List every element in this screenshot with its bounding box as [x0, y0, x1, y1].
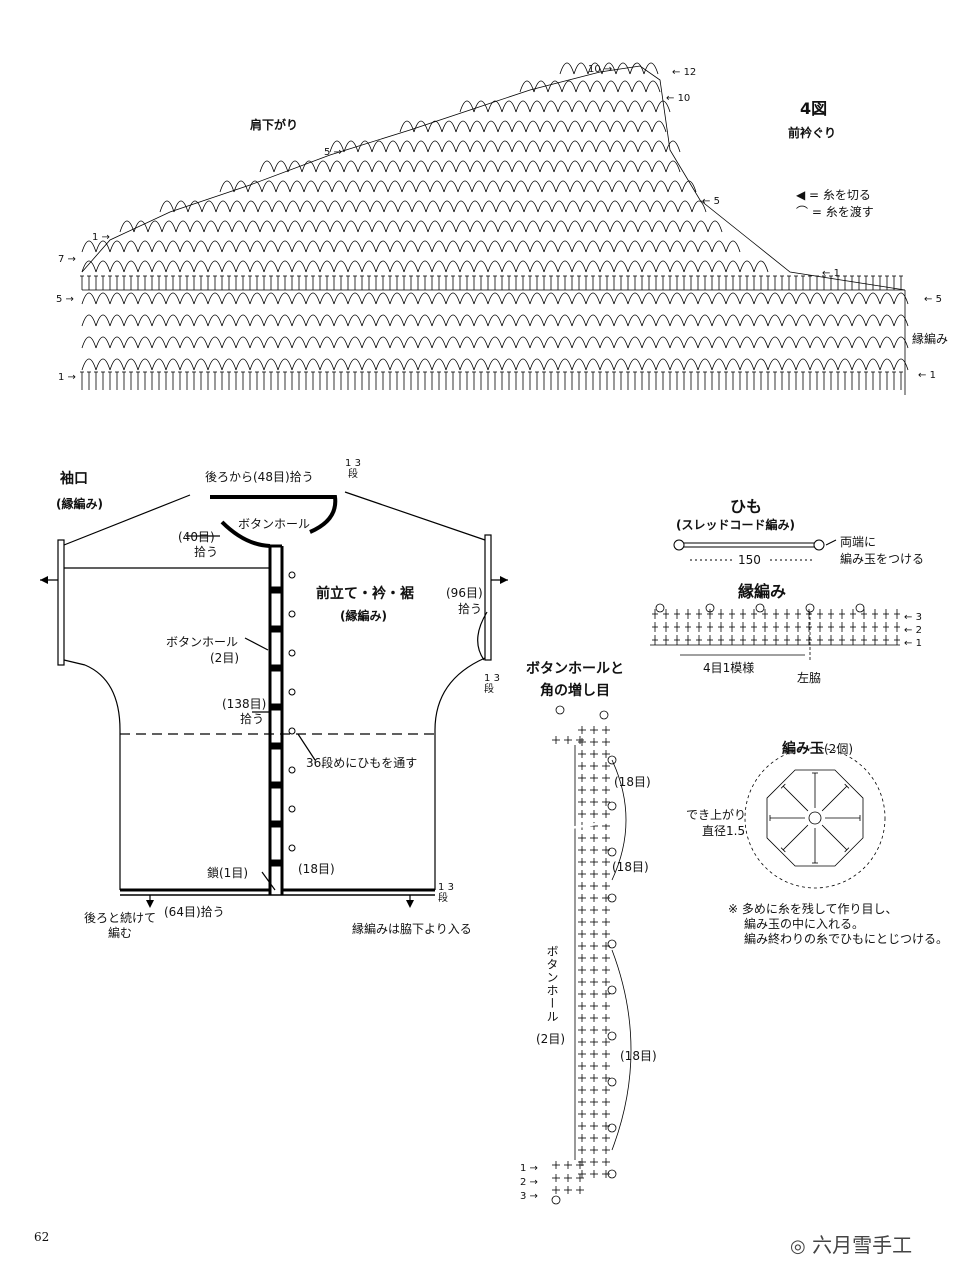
ball-diameter-label: 直径1.5: [702, 824, 746, 838]
edging-row-1: ← 1: [904, 638, 922, 649]
ball-finished-label: でき上がり: [686, 808, 747, 822]
cord-title: ひも: [730, 497, 763, 516]
right-cuff: [484, 534, 492, 661]
bh-title-2: 角の増し目: [540, 683, 610, 699]
edging-row-3: ← 3: [904, 612, 922, 623]
page-number: 62: [34, 1230, 50, 1244]
neck-rows-unit: 段: [347, 469, 358, 480]
row-mark-1-left: 1 →: [58, 372, 76, 383]
pick40-label: (40目): [178, 530, 215, 544]
cord-note-1: 両端に: [840, 535, 877, 549]
continue-back-label: 後ろと続けて: [84, 911, 157, 925]
crochet-chart-fig4: [80, 62, 909, 395]
pick96-label-b: 拾う: [458, 602, 483, 616]
row-mark-5-right-edge: ← 5: [924, 294, 942, 305]
neck-rows-3: 3: [354, 458, 361, 469]
edging-repeat-label: 4目1模様: [703, 661, 755, 675]
row-mark-1-upper: 1 →: [92, 232, 110, 243]
legend-cut-yarn: ◀ = 糸を切る: [796, 188, 871, 202]
bh-count-1: (18目): [614, 775, 651, 789]
bh-count-3: (18目): [620, 1049, 657, 1063]
edging-row-2: ← 2: [904, 625, 922, 636]
front-neckline-label: 前衿ぐり: [788, 126, 837, 140]
row-mark-1-right-edge: ← 1: [918, 370, 936, 381]
left-cuff: [57, 539, 65, 666]
cord-length: 150: [738, 553, 761, 567]
row-mark-10-right: ← 10: [666, 93, 691, 104]
pick96-label: (96目): [446, 586, 483, 600]
front-band-subtitle: (縁編み): [340, 609, 387, 623]
edging-side-label: 左脇: [797, 671, 822, 685]
ball-note-1: ※ 多めに糸を残して作り目し、: [728, 902, 898, 916]
watermark: ◎ 六月雪手工: [790, 1229, 912, 1258]
row-mark-1-neck: ← 1: [822, 268, 840, 279]
front-band-title: 前立て・衿・裾: [316, 586, 414, 602]
ball-count: (2個): [824, 742, 853, 756]
cord-subtitle: (スレッドコード編み): [676, 518, 795, 532]
band-buttonhole-sub: (2目): [210, 651, 239, 665]
row-mark-5-upper: 5 →: [324, 147, 342, 158]
bh-row-1: 1 →: [520, 1163, 538, 1174]
ball-title-text: 編み玉: [782, 741, 824, 757]
pick40-label-b: 拾う: [194, 545, 219, 559]
cuff-subtitle: (縁編み): [56, 497, 103, 511]
row-mark-10-top: 10 →: [588, 64, 613, 75]
edge-start-label: 縁編みは脇下より入る: [352, 922, 472, 936]
bh-row-3: 3 →: [520, 1191, 538, 1202]
bh-count-2: (18目): [612, 860, 649, 874]
watermark-text: 六月雪手工: [812, 1233, 913, 1257]
pick138-label-b: 拾う: [240, 712, 265, 726]
row-mark-12: ← 12: [672, 67, 697, 78]
ball-title: 編み玉(2個): [782, 738, 853, 758]
ball-note-3: 編み終わりの糸でひもにとじつける。: [744, 932, 949, 946]
pick138-label: (138目): [222, 697, 267, 711]
continue-back-label-b: 編む: [108, 926, 133, 940]
chain-label: 鎖(1目): [207, 866, 248, 880]
back-pickup-label: 後ろから(48目)拾う: [205, 470, 314, 484]
row-mark-5-left: 5 →: [56, 294, 74, 305]
bh-row-2: 2 →: [520, 1177, 538, 1188]
bh-vertical-sub: (2目): [536, 1032, 565, 1046]
band-buttonhole-label: ボタンホール: [166, 635, 239, 649]
figure-number: 4図: [800, 99, 828, 118]
st18-label: (18目): [298, 862, 335, 876]
cord-note-2: 編み玉をつける: [840, 552, 925, 566]
edging-title: 縁編み: [738, 582, 787, 601]
row-mark-7-left: 7 →: [58, 254, 76, 265]
cuff-title: 袖口: [60, 471, 88, 487]
neck-buttonhole-label: ボタンホール: [238, 517, 311, 531]
bh-title-1: ボタンホールと: [526, 661, 624, 677]
neck-rows-1: 1: [345, 458, 352, 469]
bh-vertical-label: ボタンホール: [545, 945, 559, 1023]
legend-pass-yarn: ⌒ = 糸を渡す: [796, 205, 874, 219]
row-mark-5-right: ← 5: [702, 196, 720, 207]
row36-label: 36段めにひもを通す: [306, 756, 418, 770]
legend-cut-text: = 糸を切る: [809, 188, 871, 202]
wechat-icon: ◎: [790, 1236, 806, 1257]
pick64-label: (64目)拾う: [164, 905, 225, 919]
shoulder-slope-label: 肩下がり: [250, 118, 299, 132]
edge-label: 縁編み: [912, 332, 949, 346]
ball-note-2: 編み玉の中に入れる。: [744, 917, 865, 931]
legend-pass-text: = 糸を渡す: [811, 205, 874, 219]
